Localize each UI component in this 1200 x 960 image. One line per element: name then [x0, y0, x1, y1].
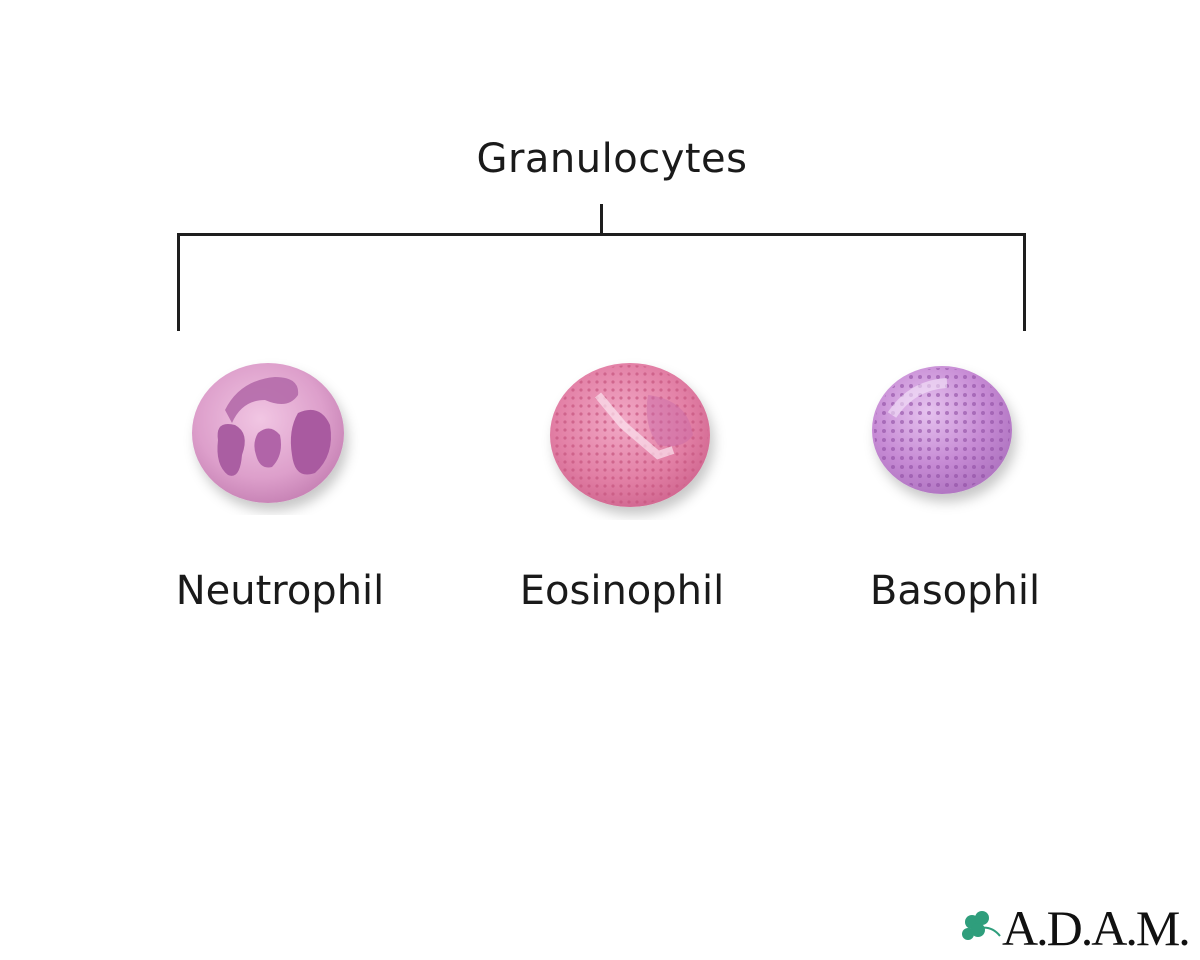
basophil-label: Basophil — [869, 568, 1041, 614]
neutrophil-label: Neutrophil — [175, 568, 385, 614]
logo-text: A.D.A.M. — [1002, 900, 1191, 956]
leaf-icon — [962, 911, 1001, 940]
connector-stem — [600, 204, 603, 234]
eosinophil-label: Eosinophil — [519, 568, 725, 614]
connector-horizontal — [177, 233, 1026, 236]
connector-left — [177, 233, 180, 331]
diagram-title: Granulocytes — [476, 136, 748, 182]
adam-logo: A.D.A.M. — [960, 900, 1191, 956]
connector-right — [1023, 233, 1026, 331]
